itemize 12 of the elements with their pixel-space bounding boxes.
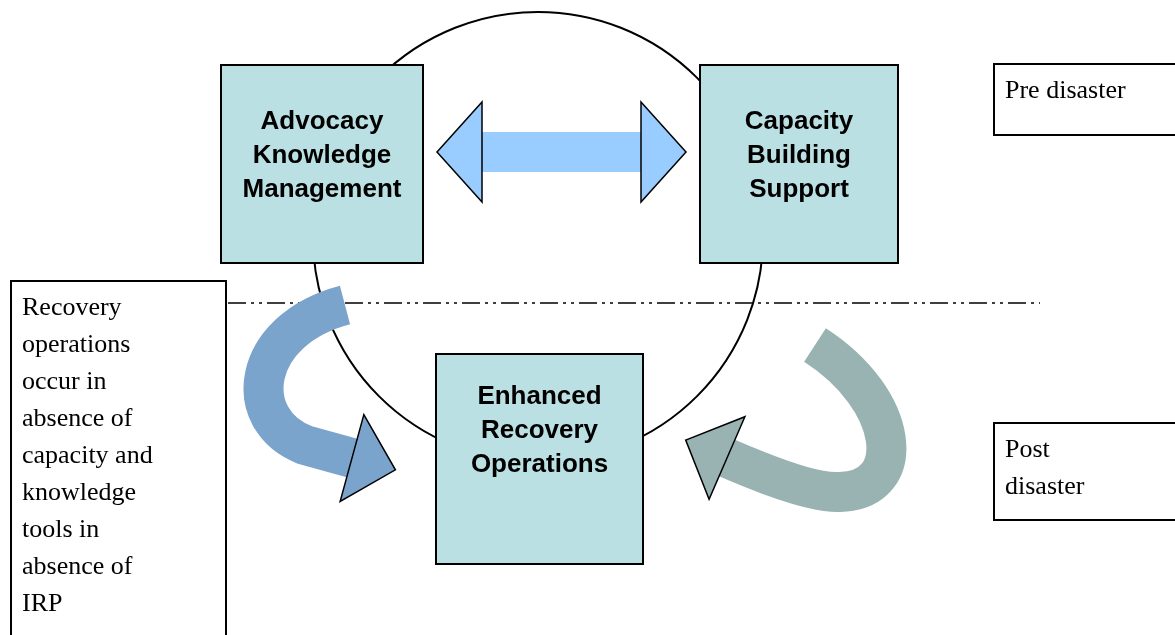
process-box: Advocacy Knowledge Management — [220, 64, 424, 264]
note-box — [993, 422, 1175, 521]
process-box: Enhanced Recovery Operations — [435, 353, 644, 565]
note-text: Pre disaster — [1005, 74, 1126, 106]
arrow — [243, 286, 397, 503]
process-box: Capacity Building Support — [699, 64, 899, 264]
note-text: Recovery operations occur in absence of capacity and knowledge tools in absence of IRP — [22, 291, 154, 619]
note-text: Post disaster — [1005, 433, 1086, 502]
note-box — [993, 63, 1175, 136]
arrow — [436, 101, 687, 203]
note-box — [10, 280, 227, 635]
arrow — [684, 328, 907, 513]
